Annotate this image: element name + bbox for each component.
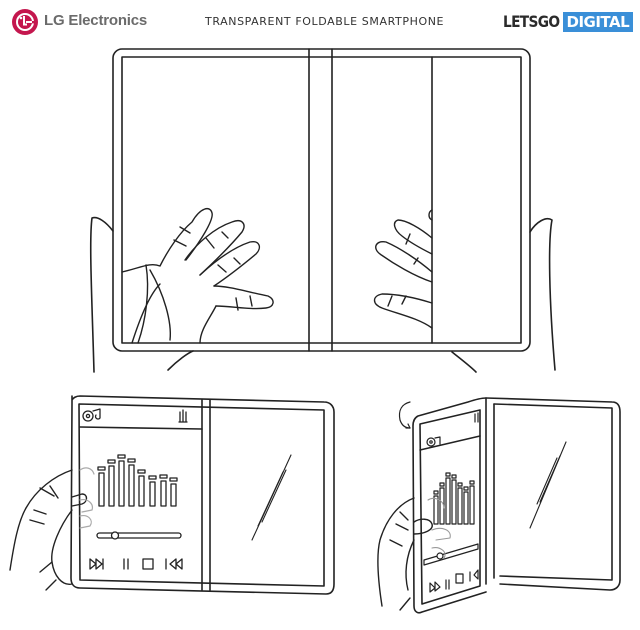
rotate-arrow-icon xyxy=(398,401,411,429)
header: LG Electronics TRANSPARENT FOLDABLE SMAR… xyxy=(0,0,640,44)
fig-top-right-hand xyxy=(451,217,556,373)
fig-top-right-palm xyxy=(373,209,433,329)
fig-bottom-left-fingers-through xyxy=(79,467,95,529)
fig-bottom-right-hand xyxy=(377,497,433,611)
fig-bottom-right-music-ui xyxy=(423,412,479,593)
lg-logo-icon xyxy=(12,9,38,35)
fig-bottom-left-phone xyxy=(70,395,335,595)
fig-bottom-left-reflection xyxy=(251,454,292,541)
brand-logo: LETSGO DIGITAL xyxy=(503,12,634,32)
fig-bottom-left-music-ui xyxy=(82,408,188,570)
page-title: TRANSPARENT FOLDABLE SMARTPHONE xyxy=(205,15,445,28)
brand-left: LETSGO xyxy=(503,12,560,31)
company-name: LG Electronics xyxy=(44,12,148,29)
fig-top-left-palm xyxy=(121,207,274,344)
fig-top-left-hand xyxy=(89,216,194,373)
fig-top-phone xyxy=(112,48,531,352)
brand-right: DIGITAL xyxy=(562,12,634,32)
fig-bottom-left-hand xyxy=(9,469,88,591)
fig-bottom-right-fingers-through xyxy=(427,497,451,559)
fig-bottom-right-reflection xyxy=(529,441,567,529)
fig-bottom-right-phone xyxy=(412,397,621,614)
